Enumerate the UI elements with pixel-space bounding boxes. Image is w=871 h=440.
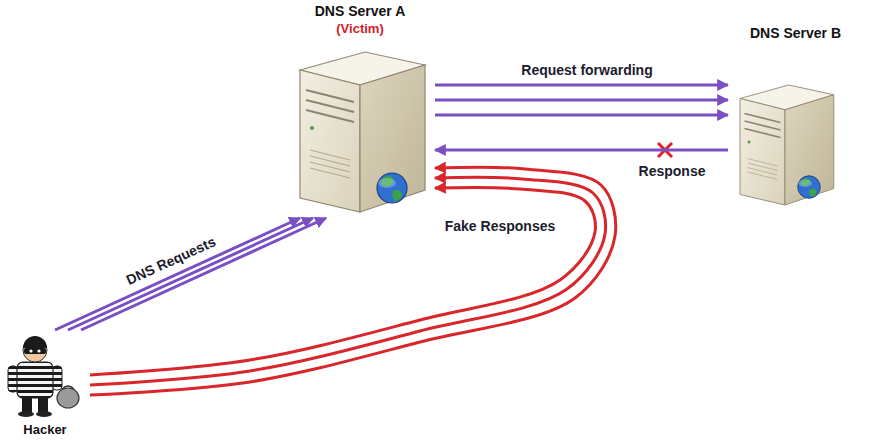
server-node: DNS Server A(Victim) <box>285 3 435 218</box>
edge-label: Response <box>639 163 706 180</box>
edge-label: Fake Responses <box>445 218 556 235</box>
node-subtitle: (Victim) <box>336 21 383 37</box>
node-title: Hacker <box>23 422 66 438</box>
request-arrow <box>55 218 300 330</box>
request-arrow <box>435 84 728 87</box>
request-arrow <box>435 149 728 152</box>
request-arrow <box>68 218 313 330</box>
request-arrow <box>81 218 326 330</box>
request-arrow <box>435 114 728 117</box>
server-icon <box>300 52 425 212</box>
fake-response-arrow <box>90 167 616 395</box>
server-node: DNS Server B <box>728 25 863 215</box>
edge-label: Request forwarding <box>521 62 652 79</box>
server-icon <box>740 85 834 205</box>
node-title: DNS Server B <box>750 25 841 43</box>
server-node: Hacker <box>0 330 90 438</box>
hacker-figure <box>8 336 79 417</box>
fake-response-arrow <box>90 177 606 385</box>
fake-response-arrow <box>90 188 595 375</box>
node-title: DNS Server A <box>315 3 406 21</box>
request-arrow <box>435 99 728 102</box>
